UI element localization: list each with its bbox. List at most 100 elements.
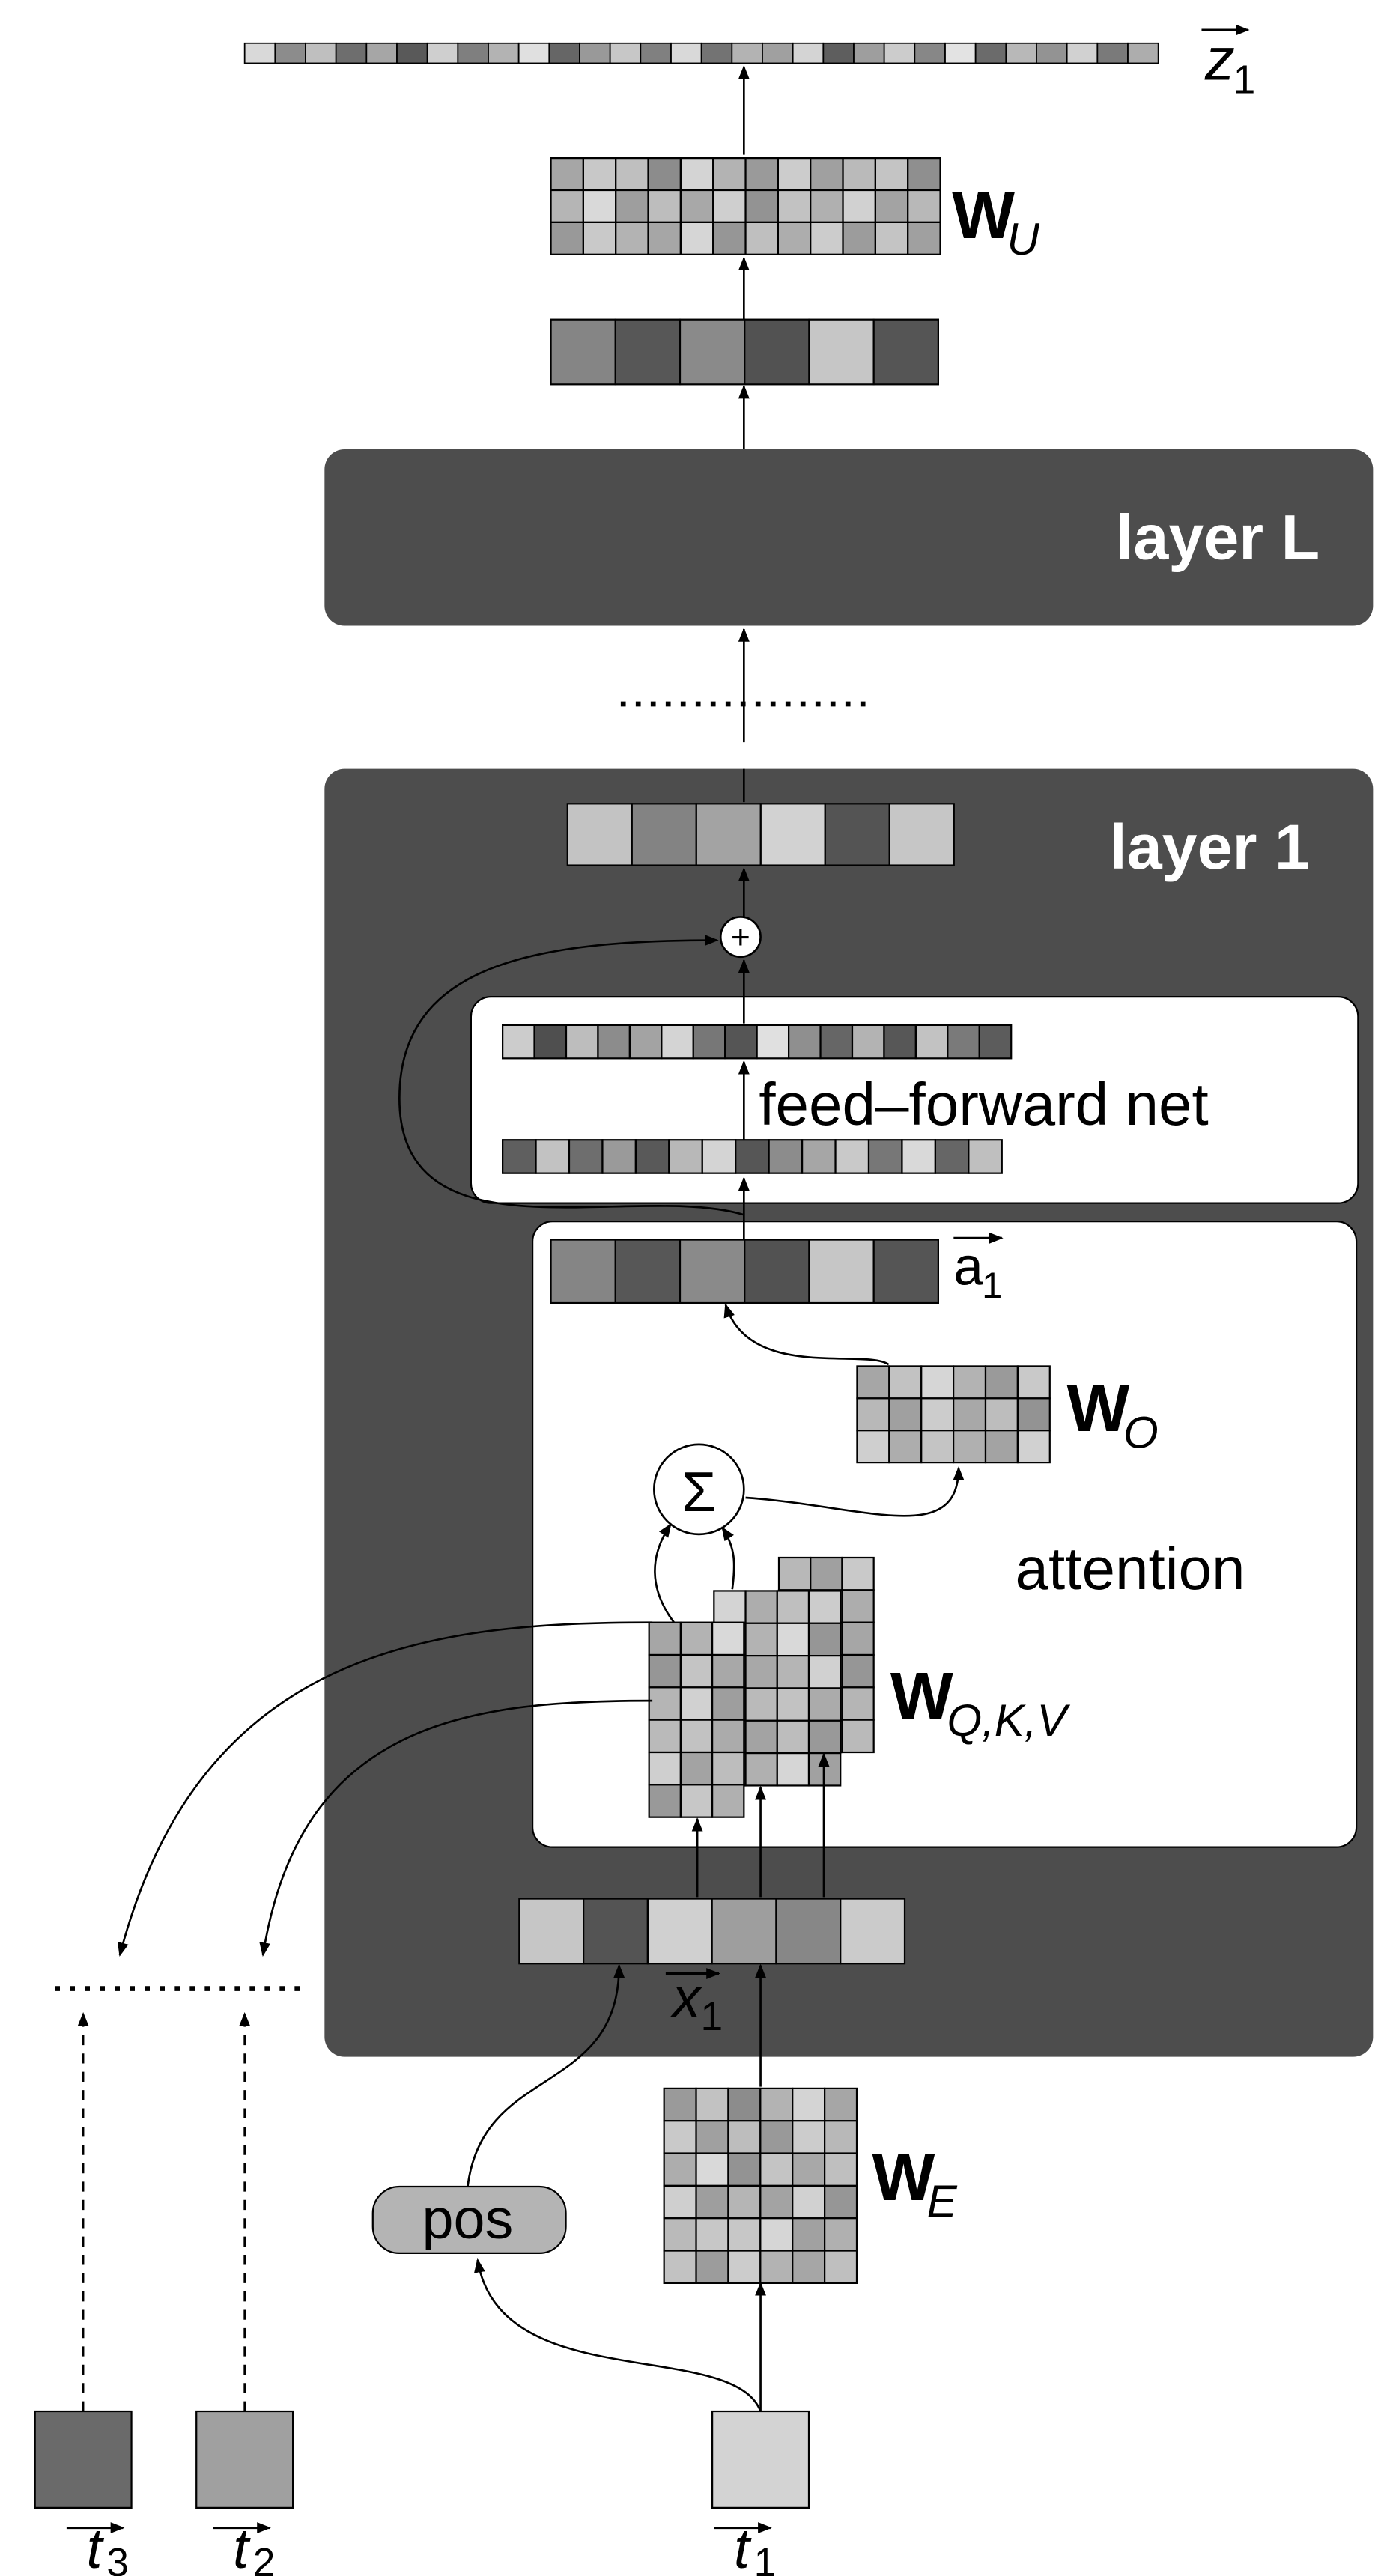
grid-cell	[735, 1139, 770, 1174]
grid-cell	[872, 318, 939, 386]
attention-label: attention	[1016, 1535, 1245, 1602]
grid-cell	[920, 1397, 955, 1432]
grid-cell	[631, 803, 697, 866]
grid-cell	[583, 1898, 649, 1965]
grid-cell	[614, 318, 682, 386]
grid-cell	[974, 42, 1007, 64]
grid-cell	[488, 42, 520, 64]
grid-cell	[1016, 1430, 1051, 1464]
grid-cell	[775, 1898, 842, 1965]
grid-cell	[614, 1239, 682, 1304]
grid-cell	[744, 1655, 778, 1689]
svg-text:2: 2	[253, 2541, 276, 2576]
grid-cell	[824, 2217, 858, 2252]
grid-cell	[888, 1365, 923, 1400]
grid-cell	[648, 1653, 682, 1689]
svg-text:t: t	[734, 2518, 752, 2576]
unembedding-matrix	[550, 157, 941, 255]
grid-cell	[808, 318, 875, 386]
qkv-matrices	[648, 1556, 875, 1818]
grid-cell	[842, 189, 876, 224]
grid-cell	[792, 42, 825, 64]
grid-cell	[907, 189, 941, 224]
grid-cell	[756, 1024, 790, 1060]
grid-cell	[533, 1024, 568, 1060]
grid-cell	[842, 157, 876, 192]
grid-cell	[888, 1397, 923, 1432]
grid-cell	[727, 2120, 762, 2154]
grid-cell	[695, 2087, 729, 2122]
grid-cell	[856, 1430, 890, 1464]
grid-cell	[768, 1139, 804, 1174]
grid-cell	[934, 1139, 970, 1174]
grid-cell	[824, 2120, 858, 2154]
grid-cell	[711, 1653, 745, 1689]
grid-cell	[647, 221, 682, 255]
grid-cell	[663, 2250, 697, 2284]
grid-cell	[701, 1139, 737, 1174]
grid-cell	[744, 1752, 778, 1787]
grid-cell	[713, 1590, 747, 1624]
grid-cell	[819, 1024, 854, 1060]
grid-cell	[679, 1686, 714, 1721]
grid-cell	[920, 1365, 955, 1400]
grid-cell	[984, 1430, 1019, 1464]
grid-cell	[640, 42, 672, 64]
grid-cell	[874, 221, 909, 255]
grid-cell	[777, 189, 812, 224]
grid-cell	[744, 1622, 778, 1657]
svg-text:1: 1	[982, 1266, 1002, 1306]
grid-cell	[634, 1139, 670, 1174]
grid-cell	[907, 221, 941, 255]
svg-text:a: a	[953, 1238, 983, 1297]
grid-cell	[841, 1556, 875, 1591]
grid-cell	[615, 157, 649, 192]
grid-cell	[679, 318, 746, 386]
grid-cell	[615, 221, 649, 255]
grid-cell	[601, 1139, 637, 1174]
attention-output-label: a 1	[953, 1232, 1004, 1306]
grid-cell	[776, 1752, 810, 1787]
token-1-label: t 1	[714, 2518, 776, 2576]
svg-text:t: t	[233, 2518, 251, 2576]
grid-cell	[679, 1653, 714, 1689]
grid-cell	[801, 1139, 837, 1174]
token-3-label: t 3	[66, 2518, 129, 2576]
grid-cell	[744, 1239, 810, 1304]
grid-cell	[792, 2120, 826, 2154]
embedding-vector-label: x 1	[665, 1966, 723, 2039]
grid-cell	[834, 1139, 870, 1174]
grid-cell	[776, 1622, 810, 1657]
grid-cell	[727, 2152, 762, 2187]
grid-cell	[648, 1719, 682, 1754]
grid-cell	[582, 221, 617, 255]
grid-cell	[582, 189, 617, 224]
grid-cell	[807, 1687, 842, 1722]
grid-cell	[759, 2217, 794, 2252]
grid-cell	[648, 1784, 682, 1818]
grid-cell	[883, 1024, 917, 1060]
grid-cell	[744, 157, 779, 192]
grid-cell	[907, 157, 941, 192]
grid-cell	[759, 2120, 794, 2154]
grid-cell	[744, 1590, 778, 1624]
grid-cell	[517, 42, 550, 64]
grid-cell	[1066, 42, 1099, 64]
grid-cell	[883, 42, 916, 64]
grid-cell	[457, 42, 489, 64]
grid-cell	[744, 318, 810, 386]
grid-cell	[731, 42, 763, 64]
grid-cell	[824, 803, 890, 866]
grid-cell	[874, 157, 909, 192]
grid-cell	[396, 42, 428, 64]
grid-cell	[867, 1139, 903, 1174]
grid-cell	[615, 189, 649, 224]
grid-cell	[984, 1365, 1019, 1400]
final-hidden-vector	[550, 318, 939, 386]
grid-cell	[824, 2152, 858, 2187]
grid-cell	[727, 2184, 762, 2220]
grid-cell	[841, 1719, 875, 1754]
residual-add-symbol: +	[731, 920, 750, 956]
grid-cell	[792, 2250, 826, 2284]
